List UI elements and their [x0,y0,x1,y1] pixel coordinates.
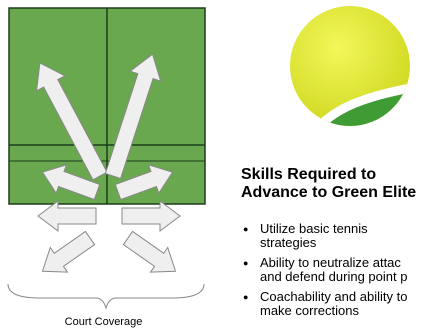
skill-item: Utilize basic tennis strategies [243,222,407,250]
skill-text-line: Ability to neutralize attac [260,255,401,270]
skills-heading: Skills Required to Advance to Green Elit… [241,166,416,202]
skill-text-line: Utilize basic tennis [260,221,368,236]
court-coverage-caption: Court Coverage [64,316,143,328]
tennis-court [8,7,206,205]
skill-text-line: Coachability and ability to [260,289,408,304]
skill-text-line: and defend during point p [260,269,408,284]
court-coverage-diagram [7,7,206,310]
heading-line-2: Advance to Green Elite [241,184,417,201]
skills-list: Utilize basic tennis strategies Ability … [243,222,407,324]
arrow-back-left [33,225,100,285]
arrow-back-right [118,225,185,285]
arrow-wide-right [121,200,181,232]
coverage-brace [7,283,205,310]
arrow-wide-left [37,200,97,232]
tennis-ball-icon [290,6,410,126]
skill-text-line: make corrections [260,303,359,318]
skill-item: Coachability and ability to make correct… [243,290,407,318]
skill-item: Ability to neutralize attac and defend d… [243,256,407,284]
skill-text-line: strategies [260,235,317,250]
heading-line-1: Skills Required to [241,166,377,183]
